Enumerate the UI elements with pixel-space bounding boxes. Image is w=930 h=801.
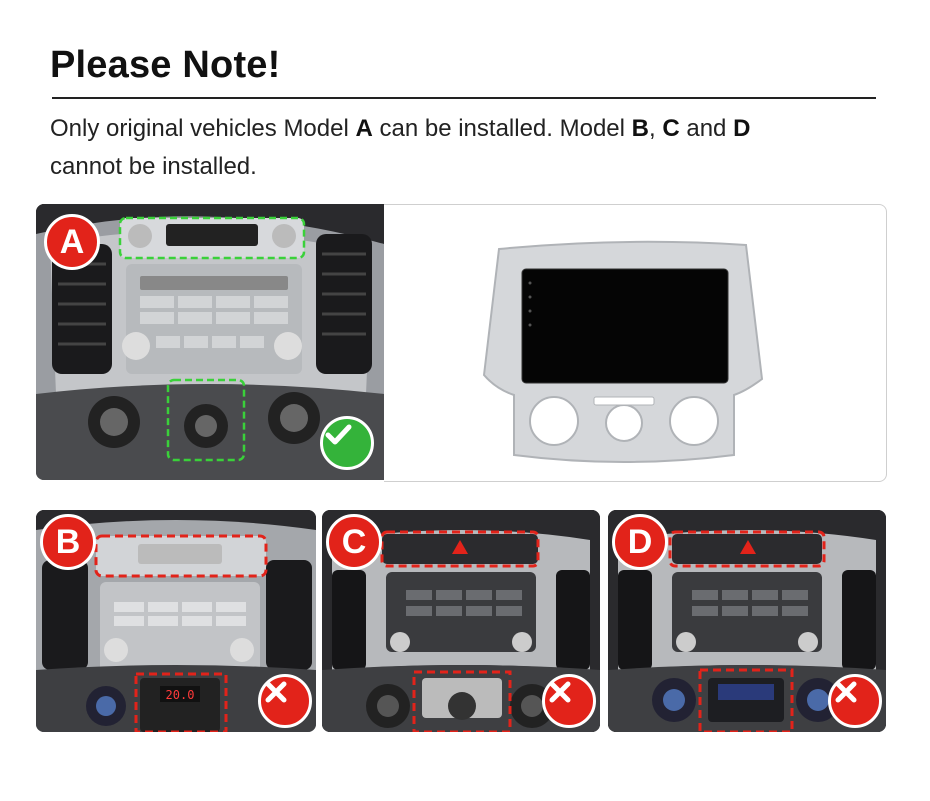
page-title: Please Note! [50, 44, 281, 86]
model-d-badge: D [612, 514, 668, 570]
model-a-dashboard-illustration [36, 204, 384, 480]
cross-icon [835, 681, 857, 703]
svg-text:20.0: 20.0 [166, 688, 195, 702]
title-divider [52, 97, 876, 99]
radio-frame-photo [384, 204, 887, 482]
model-c-badge: C [326, 514, 382, 570]
model-c-label: C [662, 115, 680, 142]
model-a-badge: A [44, 214, 100, 270]
model-a-label: A [355, 115, 373, 142]
model-d-dashboard-illustration [608, 510, 886, 732]
model-a-photo: A [36, 204, 384, 480]
model-d-incompatible-mark [828, 674, 882, 728]
model-c-photo: C [322, 510, 600, 732]
model-a-compatible-mark [320, 416, 374, 470]
model-d-photo: D [608, 510, 886, 732]
model-c-incompatible-mark [542, 674, 596, 728]
radio-frame-illustration [482, 240, 764, 463]
model-d-label: D [733, 115, 751, 142]
model-b-badge: B [40, 514, 96, 570]
model-b-photo: 20.0 B [36, 510, 316, 732]
check-icon [325, 424, 352, 445]
model-b-dashboard-illustration: 20.0 [36, 510, 316, 732]
compatibility-note: Only original vehicles Model A can be in… [50, 115, 751, 180]
cross-icon [265, 681, 287, 703]
cross-icon [549, 681, 571, 703]
model-b-incompatible-mark [258, 674, 312, 728]
model-b-label: B [631, 115, 649, 142]
